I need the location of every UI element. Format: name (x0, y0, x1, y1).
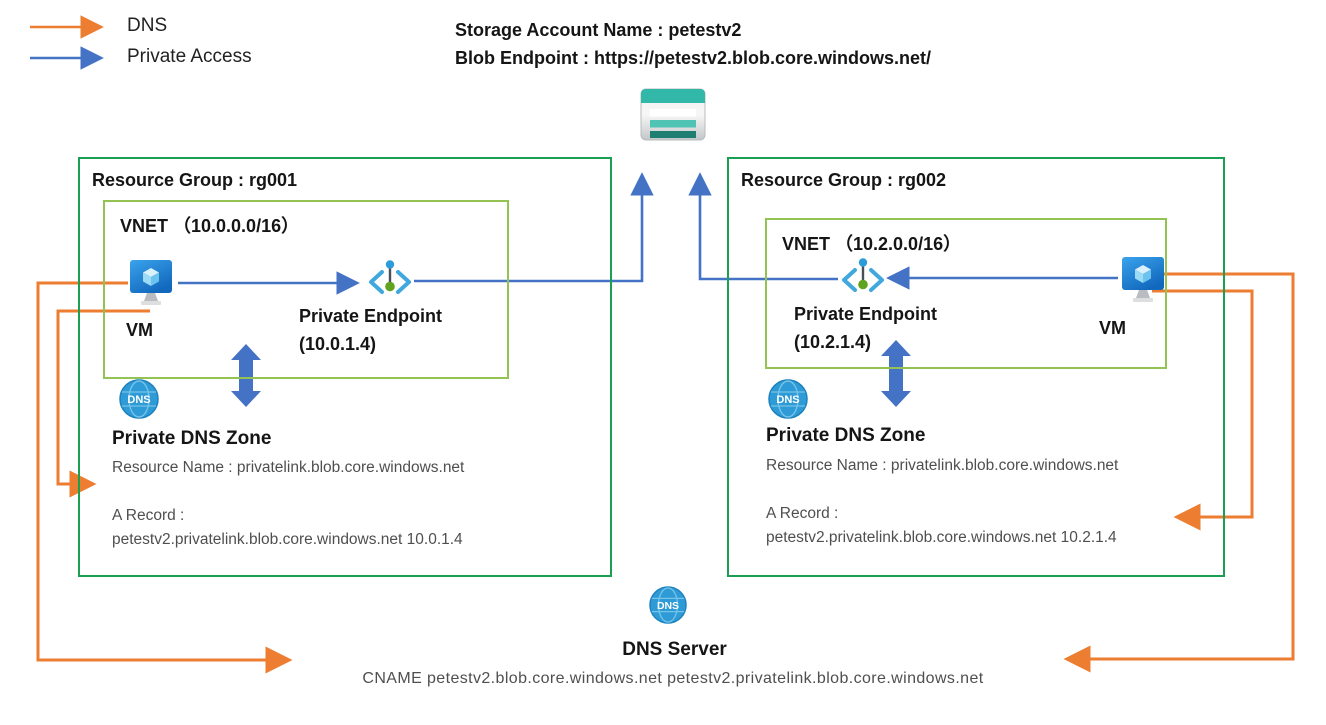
a-record-value-right: petestv2.privatelink.blob.core.windows.n… (766, 529, 1117, 546)
legend-private-access-label: Private Access (127, 46, 252, 67)
private-endpoint-icon-left (367, 258, 413, 309)
vnet-rg002-label: VNET （10.2.0.0/16） (782, 234, 962, 254)
storage-account-icon (640, 88, 706, 147)
resource-group-rg002-box (727, 157, 1225, 577)
vnet-rg002-box (765, 218, 1167, 369)
storage-blob-endpoint: Blob Endpoint : https://petestv2.blob.co… (455, 48, 931, 68)
private-endpoint-ip-left: (10.0.1.4) (299, 334, 377, 354)
a-record-label-right: A Record : (766, 505, 839, 522)
dns-zone-icon-right: DNS (768, 379, 808, 424)
private-dns-zone-title-left: Private DNS Zone (112, 428, 272, 449)
a-record-value-left: petestv2.privatelink.blob.core.windows.n… (112, 531, 463, 548)
storage-account-name: Storage Account Name : petestv2 (455, 20, 742, 40)
private-dns-zone-title-right: Private DNS Zone (766, 425, 926, 446)
dns-zone-icon-left: DNS (119, 379, 159, 424)
vm-icon-left (129, 259, 173, 314)
private-endpoint-ip-right: (10.2.1.4) (794, 332, 872, 352)
private-endpoint-label-right: Private Endpoint (794, 304, 938, 324)
vnet-rg001-label: VNET （10.0.0.0/16） (120, 216, 300, 236)
private-endpoint-label-left: Private Endpoint (299, 306, 443, 326)
resource-group-rg002-title: Resource Group : rg002 (741, 170, 947, 190)
dns-server-cname-record: CNAME petestv2.blob.core.windows.net pet… (362, 670, 984, 687)
private-endpoint-icon-right (840, 256, 886, 307)
resource-group-rg001-title: Resource Group : rg001 (92, 170, 298, 190)
svg-text:DNS: DNS (776, 394, 799, 406)
vm-label-right: VM (1099, 318, 1126, 338)
vnet-rg001-box (103, 200, 509, 379)
private-dns-zone-resource-left: Resource Name : privatelink.blob.core.wi… (112, 459, 465, 476)
legend-dns-label: DNS (127, 15, 168, 36)
dns-server-title: DNS Server (622, 639, 727, 660)
svg-text:DNS: DNS (127, 394, 150, 406)
vm-icon-right (1121, 256, 1165, 311)
a-record-label-left: A Record : (112, 507, 185, 524)
resource-group-rg001-box (78, 157, 612, 577)
vm-label-left: VM (126, 320, 153, 340)
private-dns-zone-resource-right: Resource Name : privatelink.blob.core.wi… (766, 457, 1119, 474)
dns-server-icon: DNS (649, 586, 687, 629)
svg-text:DNS: DNS (657, 601, 679, 612)
